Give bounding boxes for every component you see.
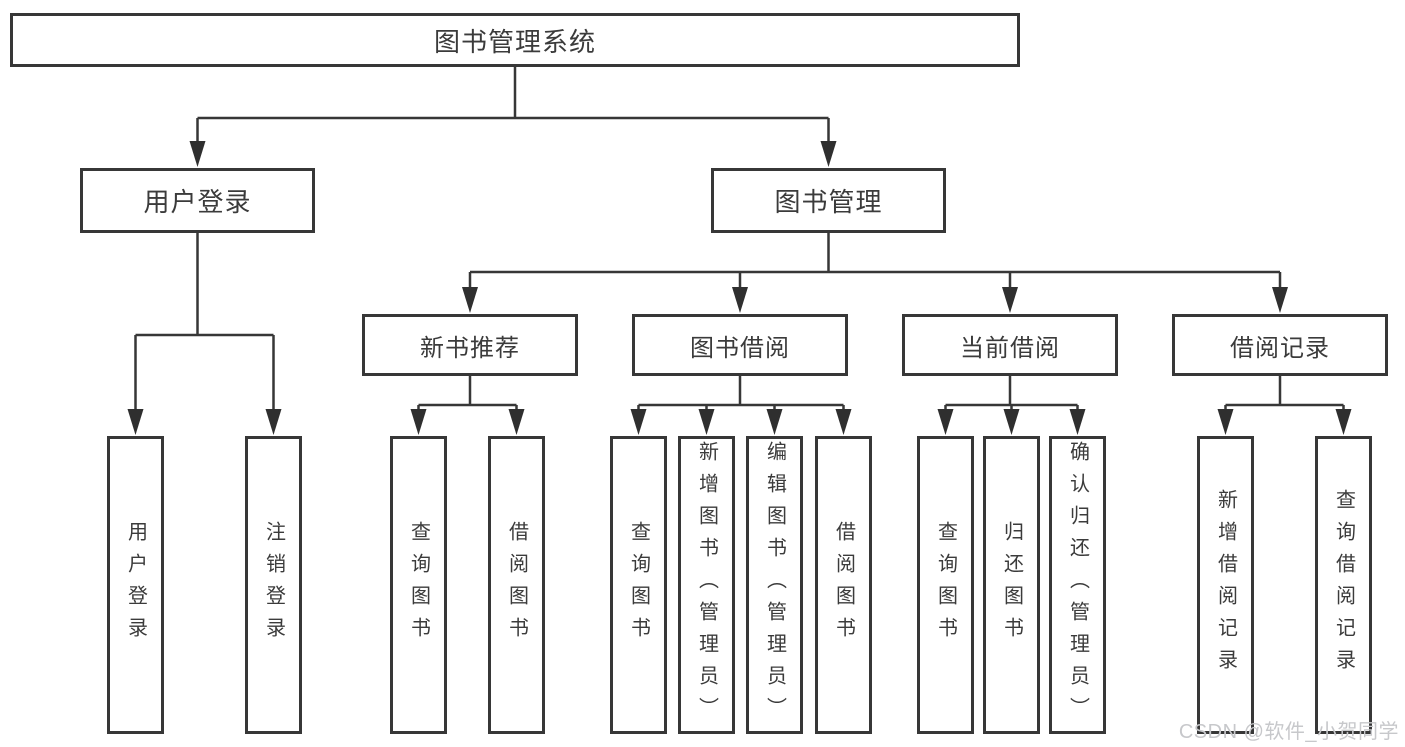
leaf-add-borrow-record: 新增借阅记录: [1197, 436, 1254, 734]
leaf-user-login-label: 用户登录: [124, 521, 147, 649]
node-root-label: 图书管理系统: [433, 26, 596, 57]
leaf-borrow-books-2: 借阅图书: [815, 436, 872, 734]
leaf-query-books-2-label: 查询图书: [627, 521, 650, 649]
leaf-edit-books-admin-label: 编辑图书（管理员）: [763, 441, 786, 729]
leaf-confirm-return-admin-label: 确认归还（管理员）: [1066, 441, 1089, 729]
node-book-borrowing-label: 图书借阅: [690, 334, 790, 362]
connector-paths: [134, 67, 1345, 416]
leaf-confirm-return-admin: 确认归还（管理员）: [1049, 436, 1106, 734]
node-current-borrowing: 当前借阅: [902, 314, 1118, 376]
leaf-logout-login: 注销登录: [245, 436, 302, 734]
node-book-borrowing: 图书借阅: [632, 314, 848, 376]
leaf-add-books-admin: 新增图书（管理员）: [678, 436, 735, 734]
leaf-query-books-1: 查询图书: [390, 436, 447, 734]
leaf-query-borrow-record-label: 查询借阅记录: [1332, 489, 1355, 681]
node-current-borrowing-label: 当前借阅: [960, 334, 1060, 362]
leaf-add-borrow-record-label: 新增借阅记录: [1214, 489, 1237, 681]
leaf-return-books-label: 归还图书: [1000, 521, 1023, 649]
node-new-book-recommend-label: 新书推荐: [420, 334, 520, 362]
leaf-borrow-books-2-label: 借阅图书: [832, 521, 855, 649]
node-user-login-label: 用户登录: [143, 187, 252, 217]
arrowheads: [127, 141, 1352, 435]
leaf-borrow-books-1-label: 借阅图书: [505, 521, 528, 649]
leaf-borrow-books-1: 借阅图书: [488, 436, 545, 734]
csdn-watermark: CSDN @软件_小贺同学: [1178, 721, 1399, 743]
node-new-book-recommend: 新书推荐: [362, 314, 578, 376]
leaf-query-books-1-label: 查询图书: [407, 521, 430, 649]
node-root: 图书管理系统: [10, 13, 1020, 67]
leaf-return-books: 归还图书: [983, 436, 1040, 734]
node-borrowing-records-label: 借阅记录: [1230, 334, 1330, 362]
leaf-add-books-admin-label: 新增图书（管理员）: [695, 441, 718, 729]
leaf-user-login: 用户登录: [107, 436, 164, 734]
node-borrowing-records: 借阅记录: [1172, 314, 1388, 376]
leaf-edit-books-admin: 编辑图书（管理员）: [746, 436, 803, 734]
leaf-query-borrow-record: 查询借阅记录: [1315, 436, 1372, 734]
node-book-management-label: 图书管理: [774, 187, 883, 217]
leaf-query-books-3-label: 查询图书: [934, 521, 957, 649]
node-book-management: 图书管理: [711, 168, 946, 233]
leaf-logout-login-label: 注销登录: [262, 521, 285, 649]
leaf-query-books-2: 查询图书: [610, 436, 667, 734]
leaf-query-books-3: 查询图书: [917, 436, 974, 734]
node-user-login: 用户登录: [80, 168, 315, 233]
